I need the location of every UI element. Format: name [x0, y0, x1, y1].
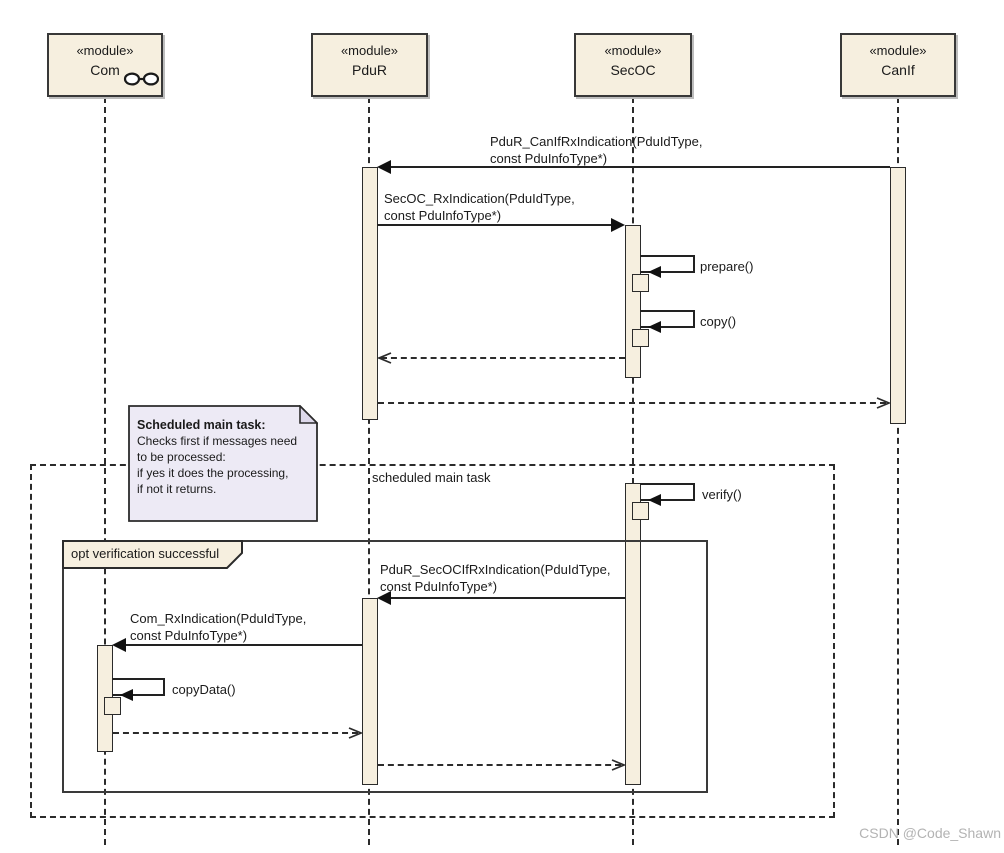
message-copydata-label: copyData() [172, 682, 236, 697]
self-message-copy-bracket [640, 310, 695, 328]
participant-secoc: «module» SecOC [574, 33, 692, 97]
sync-arrowhead-icon [120, 689, 133, 701]
self-message-prepare-bracket [640, 255, 695, 273]
message-pdur-canifrxindication-line [391, 166, 890, 168]
nested-activation-verify [632, 502, 649, 520]
sync-arrowhead-icon [648, 266, 661, 278]
self-message-verify-bracket [640, 483, 695, 501]
lifeline-secoc [632, 97, 634, 845]
sync-arrowhead-icon [112, 638, 126, 652]
return-arrowhead-icon [348, 727, 363, 739]
message-pdur-secocifrxindication-line [391, 597, 625, 599]
message-secoc-rxindication-line2: const PduInfoType*) [384, 208, 502, 223]
sync-arrowhead-icon [377, 160, 391, 174]
opt-fragment-pentagon [62, 540, 243, 569]
message-prepare-label: prepare() [700, 259, 754, 274]
message-com-rxindication-line [126, 644, 362, 646]
lifeline-canif [897, 97, 899, 845]
return-message-pdur-canif [378, 402, 886, 404]
nested-activation-copy [632, 329, 649, 347]
participant-secoc-name: SecOC [610, 62, 656, 78]
activation-secoc-1 [625, 225, 641, 378]
message-verify-label: verify() [702, 487, 742, 502]
opt-fragment-label: opt verification successful [71, 546, 220, 561]
sync-arrowhead-icon [648, 321, 661, 333]
return-arrowhead-icon [611, 759, 626, 771]
message-com-rxindication-line1: Com_RxIndication(PduIdType, [130, 611, 307, 626]
message-pdur-canifrxindication-line2: const PduInfoType*) [490, 151, 608, 166]
activation-canif [890, 167, 906, 424]
sync-arrowhead-icon [611, 218, 625, 232]
activation-secoc-2 [625, 483, 641, 785]
participant-canif-name: CanIf [881, 62, 915, 78]
nested-activation-copydata [104, 697, 121, 715]
message-secoc-rxindication-line1: SecOC_RxIndication(PduIdType, [384, 191, 575, 206]
watermark: CSDN @Code_Shawn [859, 825, 1001, 841]
note-title: Scheduled main task: [137, 418, 266, 432]
return-message-pdur-secoc [378, 764, 621, 766]
message-com-rxindication-line2: const PduInfoType*) [130, 628, 248, 643]
return-arrowhead-icon [377, 352, 392, 364]
message-pdur-canifrxindication-line1: PduR_CanIfRxIndication(PduIdType, [490, 134, 703, 149]
participant-canif-stereotype: «module» [869, 43, 927, 58]
note-line: Checks first if messages need [137, 434, 298, 448]
participant-pdur-stereotype: «module» [340, 43, 399, 58]
linked-circles-icon [123, 72, 159, 86]
note-shape [128, 404, 319, 522]
note-scheduled-main-task: Scheduled main task: Checks first if mes… [128, 404, 319, 522]
note-line: if not it returns. [137, 482, 217, 496]
message-secoc-rxindication-line [377, 224, 613, 226]
participant-pdur: «module» PduR [311, 33, 428, 97]
return-message-secoc-pdur [381, 357, 625, 359]
participant-com-name: Com [90, 62, 120, 78]
scheduled-main-task-frame-label: scheduled main task [372, 470, 491, 485]
activation-pdur-1 [362, 167, 378, 420]
opt-fragment: opt verification successful [62, 540, 708, 793]
lifeline-com [104, 97, 106, 845]
note-line: if yes it does the processing, [137, 466, 289, 480]
message-copy-label: copy() [700, 314, 737, 329]
participant-pdur-name: PduR [351, 62, 388, 78]
note-line: to be processed: [137, 450, 226, 464]
participant-com-stereotype: «module» [76, 43, 134, 58]
message-pdur-secocifrxindication-line1: PduR_SecOCIfRxIndication(PduIdType, [380, 562, 611, 577]
return-arrowhead-icon [876, 397, 891, 409]
sync-arrowhead-icon [648, 494, 661, 506]
nested-activation-prepare [632, 274, 649, 292]
return-message-com-pdur [113, 732, 358, 734]
self-message-copydata-bracket [112, 678, 165, 696]
activation-pdur-2 [362, 598, 378, 785]
scheduled-main-task-frame [30, 464, 835, 818]
participant-secoc-stereotype: «module» [604, 43, 662, 58]
participant-canif: «module» CanIf [840, 33, 956, 97]
lifeline-pdur [368, 97, 370, 845]
message-pdur-secocifrxindication-line2: const PduInfoType*) [380, 579, 498, 594]
participant-com: «module» Com [47, 33, 163, 97]
sync-arrowhead-icon [377, 591, 391, 605]
